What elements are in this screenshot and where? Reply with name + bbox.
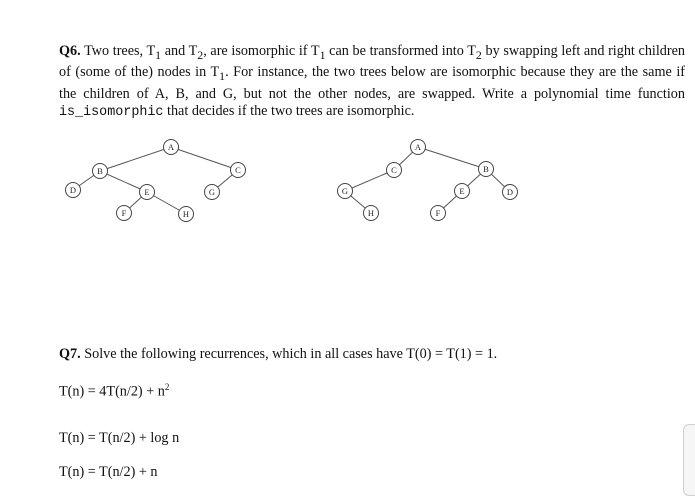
svg-text:C: C	[391, 165, 397, 175]
svg-text:A: A	[168, 142, 175, 152]
tree1-node-h: H	[178, 206, 194, 222]
tree1-node-g: G	[204, 184, 220, 200]
recurrence-3: T(n) = T(n/2) + n	[59, 464, 158, 480]
tree2-node-d: D	[502, 184, 518, 200]
recurrence-1: T(n) = 4T(n/2) + n2	[59, 382, 170, 400]
svg-text:E: E	[144, 187, 149, 197]
svg-text:G: G	[209, 187, 215, 197]
tree1-node-a: A	[163, 139, 179, 155]
svg-text:E: E	[459, 186, 464, 196]
svg-text:D: D	[507, 187, 513, 197]
tree2-node-h: H	[363, 205, 379, 221]
svg-text:D: D	[70, 185, 76, 195]
q6-label: Q6.	[59, 43, 81, 59]
svg-text:F: F	[436, 208, 441, 218]
tree1-node-c: C	[230, 162, 246, 178]
question-6: Q6. Two trees, T1 and T2, are isomorphic…	[59, 43, 686, 121]
svg-text:B: B	[97, 166, 103, 176]
svg-text:B: B	[483, 164, 489, 174]
tree2-node-a: A	[410, 139, 426, 155]
svg-text:H: H	[183, 209, 189, 219]
tree2-node-c: C	[386, 162, 402, 178]
svg-text:C: C	[235, 165, 241, 175]
svg-text:G: G	[342, 186, 348, 196]
question-7: Q7. Solve the following recurrences, whi…	[59, 346, 497, 363]
tree-1: A B C D E G F H	[65, 139, 246, 222]
tree1-node-f: F	[116, 205, 132, 221]
recurrence-2: T(n) = T(n/2) + log n	[59, 430, 180, 446]
tree1-node-e: E	[139, 184, 155, 200]
svg-text:F: F	[122, 208, 127, 218]
function-name-code: is_isomorphic	[59, 105, 164, 121]
tree-edges	[72, 146, 511, 215]
tree2-node-f: F	[430, 205, 446, 221]
svg-text:A: A	[415, 142, 422, 152]
q6-text: Two trees, T	[80, 43, 156, 59]
tree-2: A C B G E D H F	[337, 139, 518, 221]
tree1-node-d: D	[65, 182, 81, 198]
tree2-node-g: G	[337, 183, 353, 199]
svg-text:H: H	[368, 208, 374, 218]
scroll-tab[interactable]	[683, 424, 695, 496]
q7-text: Solve the following recurrences, which i…	[80, 346, 498, 362]
tree-diagrams: A B C D E G F H A C B G E D H F	[65, 139, 518, 222]
tree2-node-b: B	[478, 161, 494, 177]
tree2-node-e: E	[454, 183, 470, 199]
tree1-node-b: B	[92, 163, 108, 179]
q7-label: Q7.	[59, 346, 81, 362]
